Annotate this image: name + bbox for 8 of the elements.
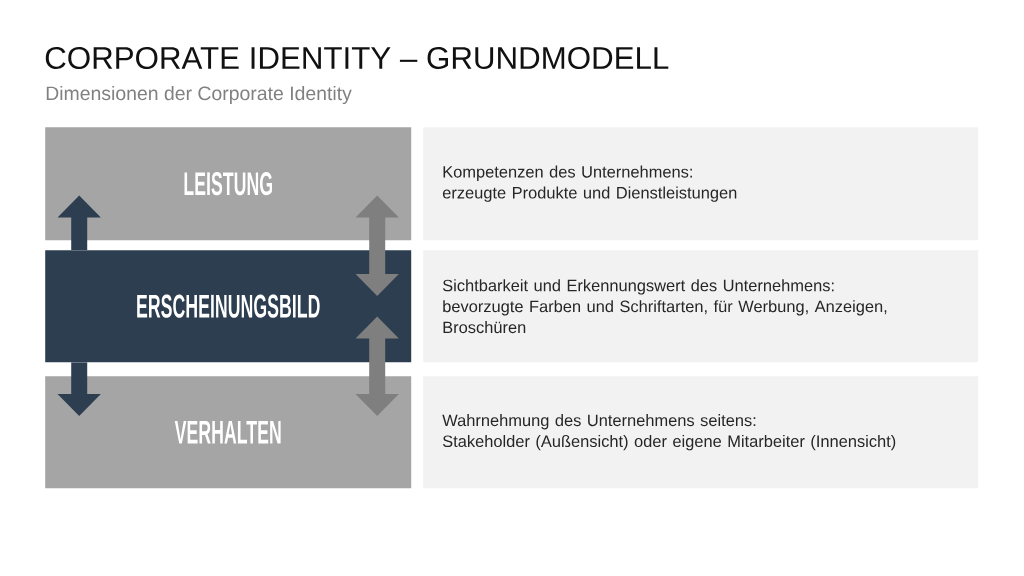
description-box: Wahrnehmung des Unternehmens seitens: Stakeholder (Außensicht) oder eigene Mitarbeiter (Innensicht) — [423, 376, 979, 489]
label-box: LEISTUNG — [45, 127, 412, 241]
label-box: ERSCHEINUNGSBILD — [45, 250, 412, 363]
description-box: Sichtbarkeit und Erkennungswert des Unternehmens: bevorzugte Farben und Schriftarten, für Werbung, Anzeigen, Broschüren — [423, 250, 979, 363]
label-box: VERHALTEN — [45, 376, 412, 489]
subtitle: Dimensionen der Corporate Identity — [46, 85, 352, 105]
title: CORPORATE IDENTITY – GRUNDMODELL — [45, 46, 669, 70]
description-box: Kompetenzen des Unternehmens: erzeugte Produkte und Dienstleistungen — [423, 127, 979, 241]
